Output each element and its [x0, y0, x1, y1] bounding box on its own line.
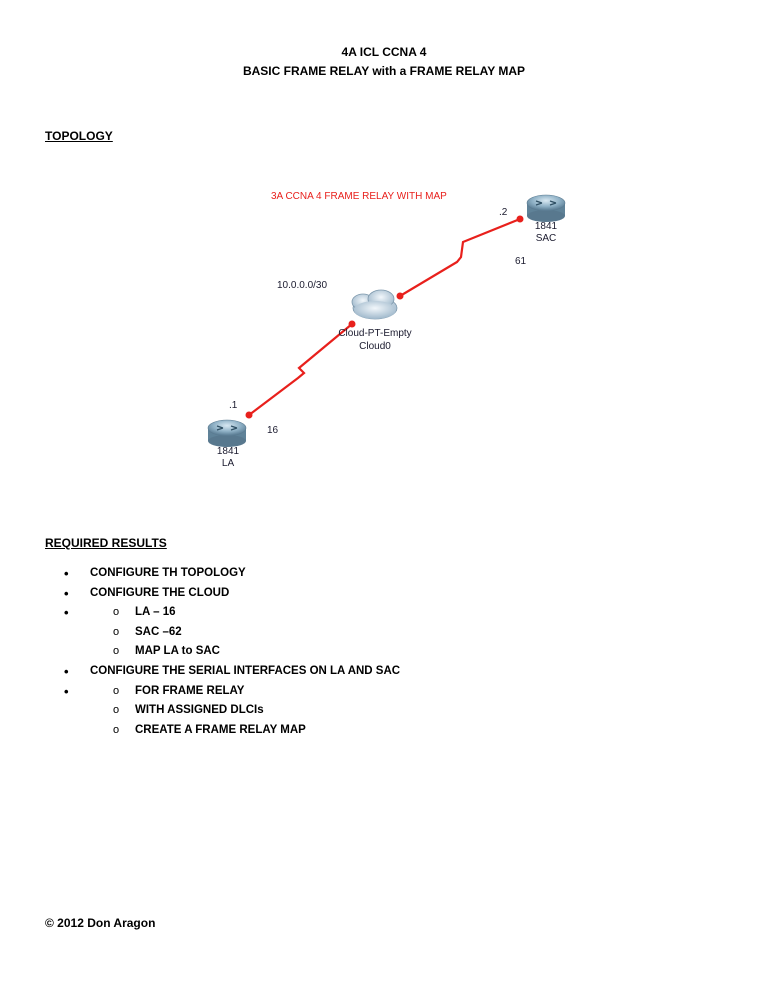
cloud-model-label: Cloud-PT-Empty: [338, 328, 412, 339]
copyright-footer: © 2012 Don Aragon: [45, 916, 156, 930]
link-endpoint: [516, 215, 524, 223]
router-sac-icon[interactable]: [526, 194, 566, 222]
cloud-icon[interactable]: [351, 289, 398, 320]
la-model-label: 1841: [216, 446, 240, 457]
network-address-label: 10.0.0.0/30: [277, 280, 328, 291]
la-ip-suffix: .1: [229, 400, 238, 411]
sub-list-item: SAC –62: [64, 623, 400, 643]
cloud-name-label: Cloud0: [359, 341, 391, 352]
document-title-line1: 4A ICL CCNA 4: [341, 45, 427, 59]
list-item: CONFIGURE TH TOPOLOGY: [64, 564, 400, 584]
document-title-line2: BASIC FRAME RELAY with a FRAME RELAY MAP: [242, 64, 526, 78]
la-name-label: LA: [221, 458, 235, 469]
sub-list-container: FOR FRAME RELAY WITH ASSIGNED DLCIs CREA…: [64, 682, 400, 741]
sub-list-container: LA – 16 SAC –62 MAP LA to SAC: [64, 603, 400, 662]
router-la-icon[interactable]: [207, 419, 247, 447]
link-endpoint: [396, 292, 404, 300]
la-dlci-label: 16: [267, 425, 279, 436]
list-item: CONFIGURE THE SERIAL INTERFACES ON LA AN…: [64, 662, 400, 682]
sac-dlci-label: 61: [515, 256, 527, 267]
required-results-heading: REQUIRED RESULTS: [45, 536, 167, 550]
sub-list-item: FOR FRAME RELAY: [64, 682, 400, 702]
list-item: CONFIGURE THE CLOUD: [64, 584, 400, 604]
sub-list-item: CREATE A FRAME RELAY MAP: [64, 721, 400, 741]
topology-heading: TOPOLOGY: [45, 129, 113, 143]
serial-link-cloud-la: [248, 323, 353, 416]
serial-link-sac-cloud: [399, 217, 521, 297]
sac-ip-suffix: .2: [499, 207, 508, 218]
sub-list-item: LA – 16: [64, 603, 400, 623]
sac-model-label: 1841: [534, 221, 558, 232]
link-endpoint: [348, 320, 356, 328]
required-results-list: CONFIGURE TH TOPOLOGY CONFIGURE THE CLOU…: [64, 564, 400, 740]
link-endpoint: [245, 411, 253, 419]
sac-name-label: SAC: [535, 233, 557, 244]
diagram-title-label: 3A CCNA 4 FRAME RELAY WITH MAP: [271, 191, 447, 202]
sub-list-item: MAP LA to SAC: [64, 642, 400, 662]
cloud-sub-list: LA – 16 SAC –62 MAP LA to SAC: [90, 603, 400, 662]
serial-sub-list: FOR FRAME RELAY WITH ASSIGNED DLCIs CREA…: [90, 682, 400, 741]
sub-list-item: WITH ASSIGNED DLCIs: [64, 701, 400, 721]
